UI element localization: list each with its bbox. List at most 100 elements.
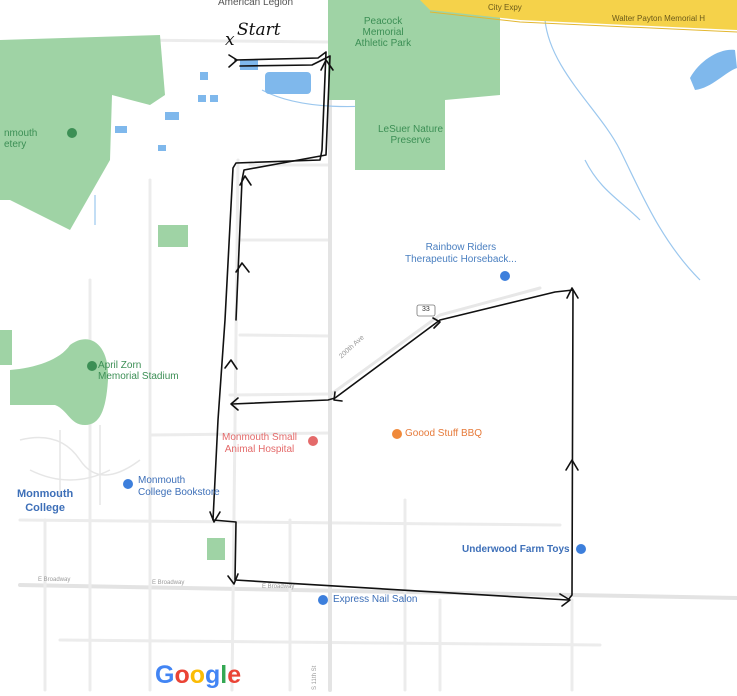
route-arrow bbox=[224, 359, 238, 370]
road-horizontal bbox=[238, 333, 332, 338]
park-small bbox=[207, 538, 225, 560]
lake bbox=[690, 49, 737, 90]
park-edge bbox=[0, 330, 12, 365]
logo-g: G bbox=[155, 661, 175, 689]
lesuer-preserve-label: LeSuer Nature Preserve bbox=[378, 124, 443, 146]
road-vertical bbox=[230, 158, 240, 692]
street-broadway-center: E Broadway bbox=[152, 580, 185, 586]
stadium-pin[interactable] bbox=[87, 361, 97, 371]
april-zorn-line: Memorial Stadium bbox=[98, 371, 179, 382]
bbq-pin[interactable] bbox=[392, 429, 402, 439]
street-broadway-east: E Broadway bbox=[262, 584, 295, 590]
route-arrow bbox=[230, 397, 239, 411]
pond bbox=[198, 95, 206, 102]
route-shield-box bbox=[416, 304, 436, 317]
bookstore-line: College Bookstore bbox=[138, 487, 220, 498]
route-arrow bbox=[559, 593, 571, 607]
rainbow-pin[interactable] bbox=[500, 271, 510, 281]
campus-path bbox=[19, 436, 141, 476]
route-arrow bbox=[333, 391, 343, 402]
april-zorn-line: April Zorn bbox=[98, 360, 142, 371]
bbq-label: Goood Stuff BBQ bbox=[405, 428, 483, 439]
start-mark: x bbox=[225, 30, 235, 50]
pond bbox=[200, 72, 208, 80]
pond bbox=[265, 72, 311, 94]
college-line: College bbox=[25, 502, 65, 514]
cemetery-line: etery bbox=[4, 139, 27, 150]
route-shield-number: 33 bbox=[422, 306, 430, 313]
park-cemetery bbox=[0, 35, 165, 230]
peacock-line: Athletic Park bbox=[355, 38, 412, 49]
animal-hospital-line: Monmouth Small bbox=[222, 432, 298, 443]
lesuer-line: Preserve bbox=[390, 135, 431, 146]
cemetery-label: nmouth etery bbox=[4, 128, 37, 150]
logo-g2: g bbox=[205, 661, 221, 689]
park-pin[interactable] bbox=[67, 128, 77, 138]
poi-markers bbox=[67, 128, 586, 605]
route-shield bbox=[416, 304, 436, 317]
water-bodies bbox=[115, 49, 737, 151]
logo-l: l bbox=[220, 661, 228, 689]
parks bbox=[0, 0, 500, 560]
street-broadway-west: E Broadway bbox=[38, 577, 71, 583]
park-peacock bbox=[328, 0, 500, 170]
bookstore-line: Monmouth bbox=[138, 475, 186, 486]
start-label: Start bbox=[237, 20, 281, 40]
route-arrow bbox=[228, 54, 238, 68]
logo-o1: o bbox=[174, 661, 190, 689]
pond bbox=[158, 145, 166, 151]
route-arrow bbox=[227, 573, 239, 585]
american-legion-label: American Legion bbox=[218, 0, 294, 8]
route-arrow bbox=[320, 59, 334, 71]
logo-e: e bbox=[227, 661, 242, 689]
campus-path bbox=[29, 469, 111, 481]
rainbow-line: Therapeutic Horseback... bbox=[405, 254, 517, 265]
bookstore-pin[interactable] bbox=[123, 479, 133, 489]
college-line: Monmouth bbox=[17, 488, 74, 500]
route-line-double bbox=[235, 55, 331, 321]
stream bbox=[544, 19, 701, 281]
highway-name-label: Walter Payton Memorial H bbox=[612, 14, 706, 23]
route-arrow bbox=[565, 459, 579, 471]
animal-hospital-label: Monmouth Small Animal Hospital bbox=[222, 432, 297, 456]
stream bbox=[584, 159, 641, 221]
nail-salon-pin[interactable] bbox=[318, 595, 328, 605]
road-broadway bbox=[18, 583, 737, 600]
pond bbox=[210, 95, 218, 102]
park-stadium bbox=[10, 339, 109, 425]
road-200th-ave bbox=[328, 286, 542, 397]
april-zorn-label: April Zorn Memorial Stadium bbox=[98, 360, 179, 382]
hand-drawn-route bbox=[209, 51, 579, 607]
road-horizontal bbox=[228, 392, 332, 397]
route-arrow bbox=[239, 175, 252, 186]
road-horizontal bbox=[148, 431, 332, 437]
route-arrow bbox=[566, 287, 579, 299]
highway bbox=[420, 0, 737, 33]
road-horizontal bbox=[128, 38, 332, 44]
road-network bbox=[18, 18, 737, 692]
street-11th: S 11th St bbox=[312, 665, 318, 690]
nail-salon-label: Express Nail Salon bbox=[333, 594, 418, 605]
rainbow-riders-label: Rainbow Riders Therapeutic Horseback... bbox=[405, 242, 517, 266]
monmouth-college-label: Monmouth College bbox=[17, 487, 73, 515]
route-arrow bbox=[235, 262, 250, 273]
underwood-pin[interactable] bbox=[576, 544, 586, 554]
highway-band bbox=[420, 0, 737, 30]
highway-short-label: City Expy bbox=[488, 3, 522, 12]
peacock-line: Memorial bbox=[362, 27, 404, 38]
route-arrow bbox=[432, 317, 441, 329]
rainbow-line: Rainbow Riders bbox=[425, 242, 497, 253]
route-line bbox=[212, 51, 574, 601]
highway-edge bbox=[429, 11, 737, 33]
campus-paths bbox=[19, 425, 141, 505]
cemetery-line: nmouth bbox=[4, 128, 38, 139]
peacock-park-label: Peacock Memorial Athletic Park bbox=[355, 16, 411, 49]
animal-hospital-pin[interactable] bbox=[308, 436, 318, 446]
park-small bbox=[158, 225, 188, 247]
lesuer-line: LeSuer Nature bbox=[378, 124, 444, 135]
animal-hospital-line: Animal Hospital bbox=[224, 444, 295, 455]
peacock-line: Peacock bbox=[363, 16, 403, 27]
logo-o2: o bbox=[189, 661, 206, 689]
google-logo: Google bbox=[155, 661, 241, 690]
